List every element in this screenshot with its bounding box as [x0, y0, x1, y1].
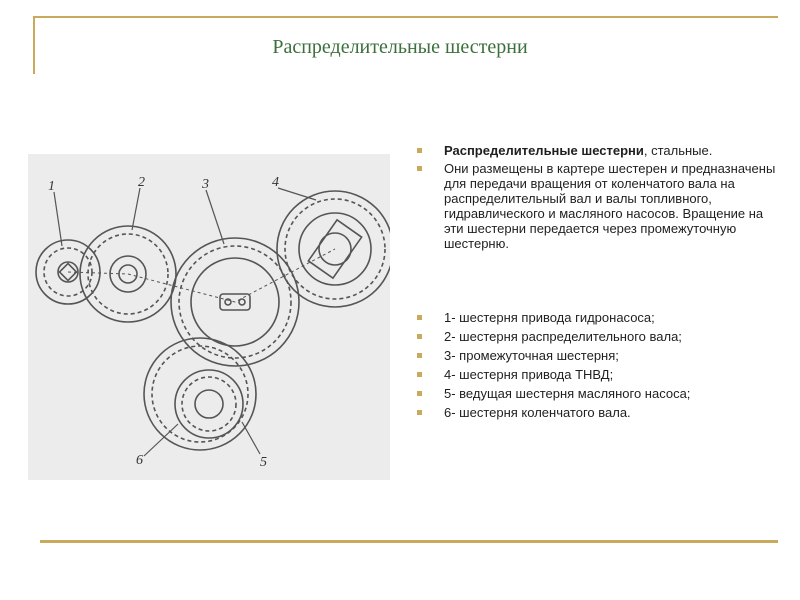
- center-line: [67, 248, 336, 303]
- gear-1: [35, 239, 101, 305]
- slide-title: Распределительные шестерни: [272, 36, 528, 58]
- leader-3: [205, 189, 225, 245]
- legend-item: 3- промежуточная шестерня;: [414, 348, 784, 363]
- leader-5: [241, 421, 261, 455]
- text-block: Распределительные шестерни, стальные. Он…: [414, 143, 784, 424]
- gears-diagram-svg: 1 2 3 4 5 6: [28, 154, 390, 480]
- legend-list: 1- шестерня привода гидронасоса; 2- шест…: [414, 310, 784, 420]
- leader-2: [131, 187, 141, 231]
- diagram-label-1: 1: [48, 179, 55, 194]
- legend-item: 5- ведущая шестерня масляного насоса;: [414, 386, 784, 401]
- leader-6: [143, 423, 179, 457]
- diagram-label-6: 6: [136, 453, 143, 468]
- gear-2: [79, 225, 177, 323]
- diagram-background: [28, 154, 390, 480]
- footer-line: [40, 540, 778, 543]
- gear-5: [143, 337, 257, 451]
- diagram-label-3: 3: [201, 177, 209, 192]
- diagram-label-4: 4: [272, 175, 279, 190]
- description-item: Распределительные шестерни, стальные.: [414, 143, 784, 158]
- leader-1: [53, 191, 63, 247]
- frame-left-line: [33, 16, 35, 74]
- gear-4: [276, 190, 390, 308]
- gears-diagram: 1 2 3 4 5 6: [28, 154, 390, 480]
- gear-6: [174, 369, 244, 439]
- description-item: Они размещены в картере шестерен и предн…: [414, 161, 784, 251]
- leader-4: [277, 187, 317, 201]
- legend-item: 1- шестерня привода гидронасоса;: [414, 310, 784, 325]
- legend-item: 4- шестерня привода ТНВД;: [414, 367, 784, 382]
- diagram-label-2: 2: [138, 175, 145, 190]
- gear-3: [170, 237, 300, 367]
- legend-item: 6- шестерня коленчатого вала.: [414, 405, 784, 420]
- diagram-label-5: 5: [260, 455, 267, 470]
- description-list: Распределительные шестерни, стальные. Он…: [414, 143, 784, 251]
- frame-top-line: [33, 16, 778, 18]
- description-bold: Распределительные шестерни: [444, 143, 644, 158]
- legend-item: 2- шестерня распределительного вала;: [414, 329, 784, 344]
- description-text: Они размещены в картере шестерен и предн…: [444, 161, 776, 251]
- description-text: , стальные.: [643, 143, 713, 158]
